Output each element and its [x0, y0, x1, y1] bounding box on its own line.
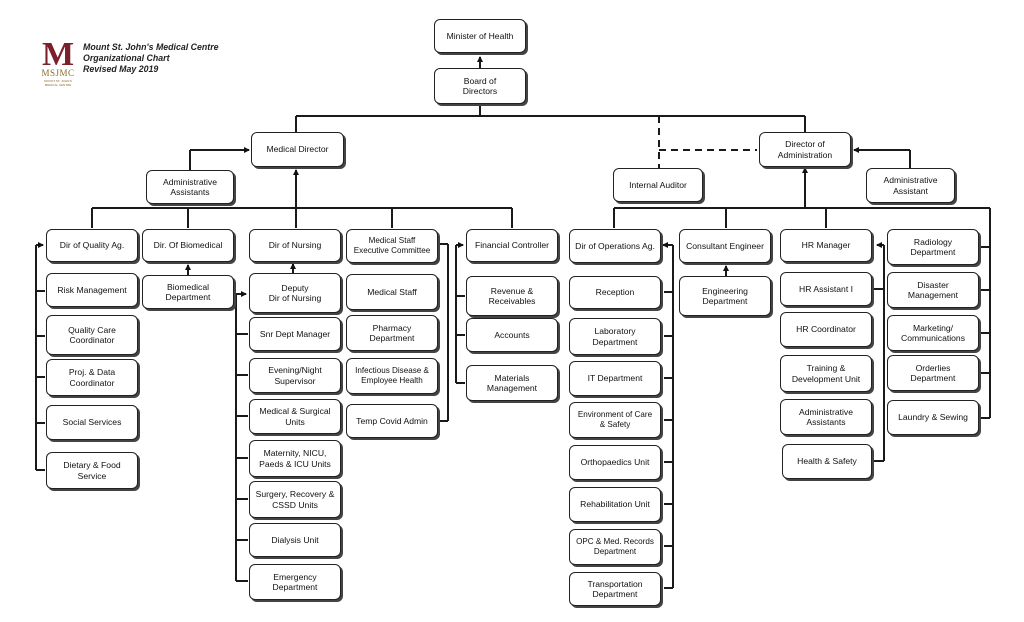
hospital-logo: M MSJMC MOUNT ST. JOHN'S MEDICAL CENTRE: [38, 36, 78, 88]
node-medstaff-item[interactable]: Temp Covid Admin: [346, 404, 438, 438]
node-engineering-item[interactable]: Engineering Department: [679, 276, 771, 316]
node-nursing-head[interactable]: Dir of Nursing: [249, 229, 341, 262]
node-nursing-item[interactable]: Emergency Department: [249, 564, 341, 600]
node-operations-head[interactable]: Dir of Operations Ag.: [569, 229, 661, 263]
node-biomedical-head[interactable]: Dir. Of Biomedical: [142, 229, 234, 262]
node-hr-item[interactable]: Administrative Assistants: [780, 399, 872, 435]
node-quality-item[interactable]: Dietary & Food Service: [46, 452, 138, 489]
node-nursing-item[interactable]: Surgery, Recovery & CSSD Units: [249, 481, 341, 518]
node-admin-assistant-da[interactable]: Administrative Assistant: [866, 168, 955, 203]
node-finance-item[interactable]: Accounts: [466, 318, 558, 352]
node-support-item[interactable]: Laundry & Sewing: [887, 400, 979, 435]
chart-revision: Revised May 2019: [83, 64, 159, 74]
node-hr-item[interactable]: HR Coordinator: [780, 312, 872, 347]
node-nursing-item[interactable]: Medical & Surgical Units: [249, 399, 341, 434]
node-operations-item[interactable]: Environment of Care & Safety: [569, 402, 661, 438]
node-operations-item[interactable]: IT Department: [569, 361, 661, 396]
node-hr-item[interactable]: Training & Development Unit: [780, 355, 872, 392]
node-quality-head[interactable]: Dir of Quality Ag.: [46, 229, 138, 262]
node-support-item[interactable]: Disaster Management: [887, 272, 979, 308]
node-quality-item[interactable]: Proj. & Data Coordinator: [46, 359, 138, 396]
node-operations-item[interactable]: OPC & Med. Records Department: [569, 529, 661, 565]
node-finance-item[interactable]: Revenue & Receivables: [466, 276, 558, 316]
node-nursing-deputy[interactable]: Deputy Dir of Nursing: [249, 273, 341, 313]
node-medical-director[interactable]: Medical Director: [251, 132, 344, 167]
logo-m-glyph: M: [41, 36, 75, 73]
node-medstaff-item[interactable]: Infectious Disease & Employee Health: [346, 358, 438, 394]
node-operations-item[interactable]: Rehabilitation Unit: [569, 487, 661, 522]
node-quality-item[interactable]: Social Services: [46, 405, 138, 440]
node-support-item[interactable]: Marketing/ Communications: [887, 315, 979, 351]
node-finance-item[interactable]: Materials Management: [466, 365, 558, 401]
node-nursing-item[interactable]: Maternity, NICU, Paeds & ICU Units: [249, 440, 341, 477]
logo-letters: MSJMC: [41, 68, 75, 78]
node-engineering-head[interactable]: Consultant Engineer: [679, 229, 771, 263]
node-hr-head[interactable]: HR Manager: [780, 229, 872, 262]
node-internal-auditor[interactable]: Internal Auditor: [613, 168, 703, 202]
node-medstaff-head[interactable]: Medical Staff Executive Committee: [346, 229, 438, 263]
node-quality-item[interactable]: Quality Care Coordinator: [46, 315, 138, 355]
node-finance-head[interactable]: Financial Controller: [466, 229, 558, 262]
node-hr-item[interactable]: Health & Safety: [782, 444, 872, 479]
node-admin-assistants-md[interactable]: Administrative Assistants: [146, 170, 234, 204]
node-minister[interactable]: Minister of Health: [434, 19, 526, 53]
node-director-administration[interactable]: Director of Administration: [759, 132, 851, 167]
node-operations-item[interactable]: Laboratory Department: [569, 318, 661, 355]
node-medstaff-item[interactable]: Medical Staff: [346, 274, 438, 310]
node-support-item[interactable]: Radiology Department: [887, 229, 979, 265]
node-nursing-item[interactable]: Dialysis Unit: [249, 523, 341, 557]
node-medstaff-item[interactable]: Pharmacy Department: [346, 315, 438, 351]
node-quality-item[interactable]: Risk Management: [46, 273, 138, 307]
node-nursing-item[interactable]: Snr Dept Manager: [249, 317, 341, 351]
node-nursing-item[interactable]: Evening/Night Supervisor: [249, 358, 341, 393]
node-board[interactable]: Board of Directors: [434, 68, 526, 104]
node-operations-item[interactable]: Orthopaedics Unit: [569, 445, 661, 480]
node-operations-item[interactable]: Reception: [569, 276, 661, 309]
node-biomedical-item[interactable]: Biomedical Department: [142, 275, 234, 309]
logo-small-text: MOUNT ST. JOHN'S MEDICAL CENTRE: [44, 79, 72, 87]
node-support-item[interactable]: Orderlies Department: [887, 355, 979, 391]
node-operations-item[interactable]: Transportation Department: [569, 572, 661, 606]
chart-subtitle: Organizational Chart: [83, 53, 170, 63]
node-hr-item[interactable]: HR Assistant I: [780, 272, 872, 306]
chart-title: Mount St. John's Medical Centre: [83, 42, 219, 52]
